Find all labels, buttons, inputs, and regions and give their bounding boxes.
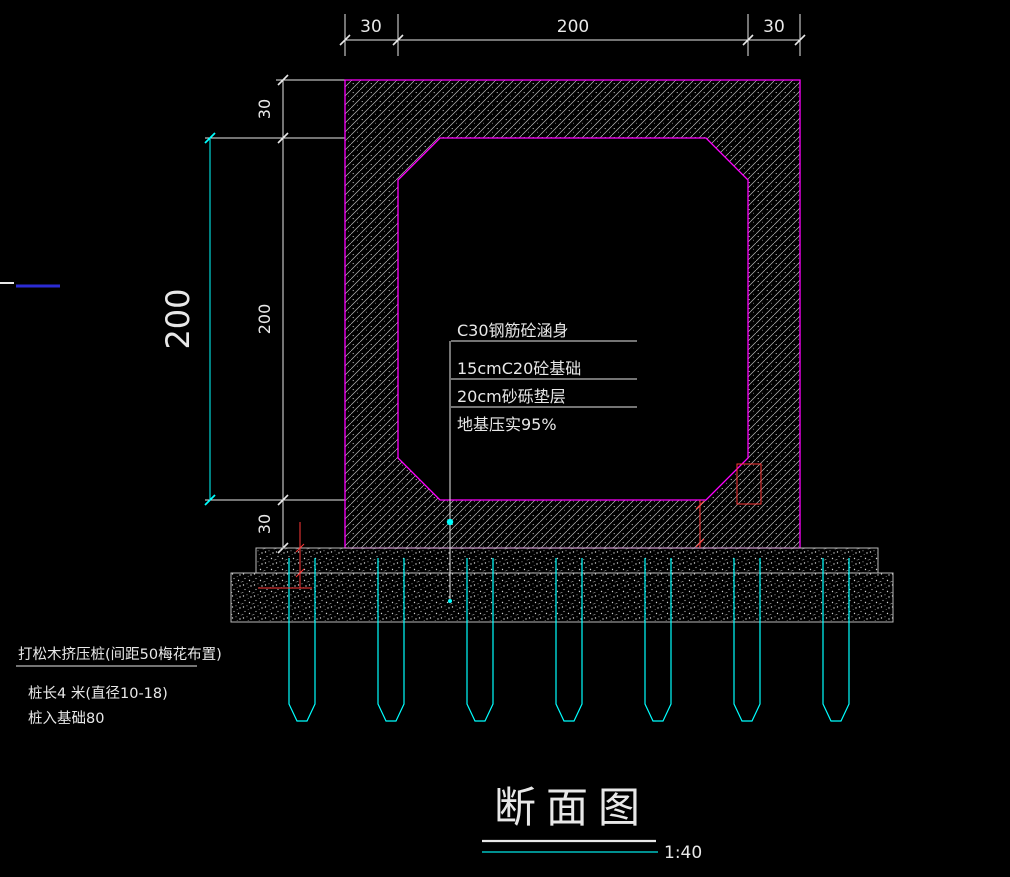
top-dimension-chain (339, 14, 806, 56)
pile (822, 558, 850, 722)
callout-compaction: 地基压实95% (457, 415, 557, 434)
left-dimension-chain (205, 74, 345, 554)
foundation-layers (230, 547, 894, 623)
callout-culvert-body: C30钢筋砼涵身 (457, 321, 569, 340)
pile (288, 558, 316, 722)
dim-left-top-label: 30 (255, 99, 274, 119)
leader-end-dot (448, 599, 452, 603)
pile-group (288, 558, 850, 722)
pile-note-title: 打松木挤压桩(间距50梅花布置) (18, 646, 222, 663)
overall-height-dimension (204, 132, 216, 506)
pile (644, 558, 672, 722)
leader-node-dot (446, 518, 454, 526)
gravel-cushion-layer (230, 572, 894, 623)
stray-artifact (0, 282, 60, 288)
dim-left-middle-label: 200 (255, 304, 274, 335)
callout-foundation: 15cmC20砼基础 (457, 359, 581, 378)
drawing-scale: 1:40 (664, 843, 702, 863)
dim-top-right-label: 30 (763, 17, 785, 37)
callout-cushion: 20cm砂砾垫层 (457, 387, 566, 406)
concrete-foundation-layer (255, 547, 879, 574)
pile (555, 558, 583, 722)
callout-leader (449, 340, 637, 601)
dim-top-left-label: 30 (360, 17, 382, 37)
culvert-wall-section (344, 79, 801, 549)
dim-top-middle-label: 200 (557, 17, 589, 37)
pile-note-embedment: 桩入基础80 (28, 710, 104, 727)
dim-left-bottom-label: 30 (255, 514, 274, 534)
pile (466, 558, 494, 722)
pile-note-length: 桩长4 米(直径10-18) (28, 685, 168, 702)
culvert-body (344, 79, 801, 549)
red-detail-marks (258, 463, 762, 589)
drawing-title: 断面图 (494, 783, 650, 832)
dim-overall-height-label: 200 (159, 288, 197, 349)
pile (377, 558, 405, 722)
pile (733, 558, 761, 722)
